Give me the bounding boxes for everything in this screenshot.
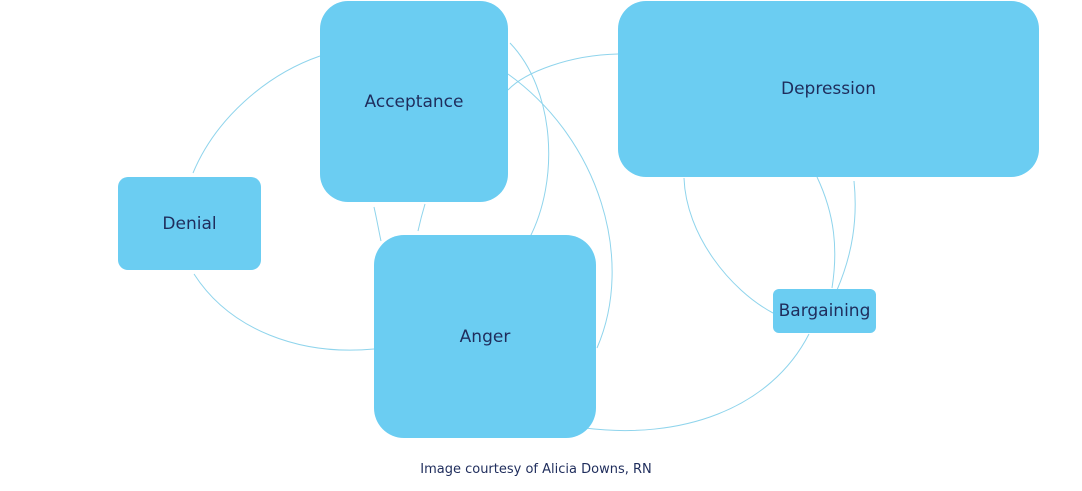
connector-denial-acceptance	[192, 55, 321, 174]
node-denial: Denial	[118, 177, 261, 270]
connector-depression-acceptance	[507, 53, 619, 91]
node-acceptance-label: Acceptance	[364, 91, 464, 112]
image-caption: Image courtesy of Alicia Downs, RN	[420, 462, 652, 477]
connector-denial-anger	[193, 273, 375, 351]
node-bargaining: Bargaining	[773, 289, 876, 333]
node-anger-label: Anger	[459, 326, 511, 347]
connector-acceptance-anger-mid	[417, 203, 426, 232]
connector-bargaining-anger	[584, 333, 810, 431]
node-depression: Depression	[618, 1, 1039, 177]
connector-depression-bargaining-outer	[836, 180, 856, 291]
node-acceptance: Acceptance	[320, 1, 508, 202]
node-denial-label: Denial	[162, 213, 217, 234]
connector-acceptance-anger-outer	[507, 73, 613, 349]
connector-acceptance-anger-right	[509, 42, 550, 240]
connector-depression-bargaining-inner	[816, 176, 836, 289]
connector-depression-bargaining-left	[683, 177, 774, 314]
connector-acceptance-anger-left	[373, 206, 382, 242]
node-bargaining-label: Bargaining	[778, 301, 871, 321]
node-depression-label: Depression	[780, 79, 877, 99]
node-anger: Anger	[374, 235, 596, 438]
